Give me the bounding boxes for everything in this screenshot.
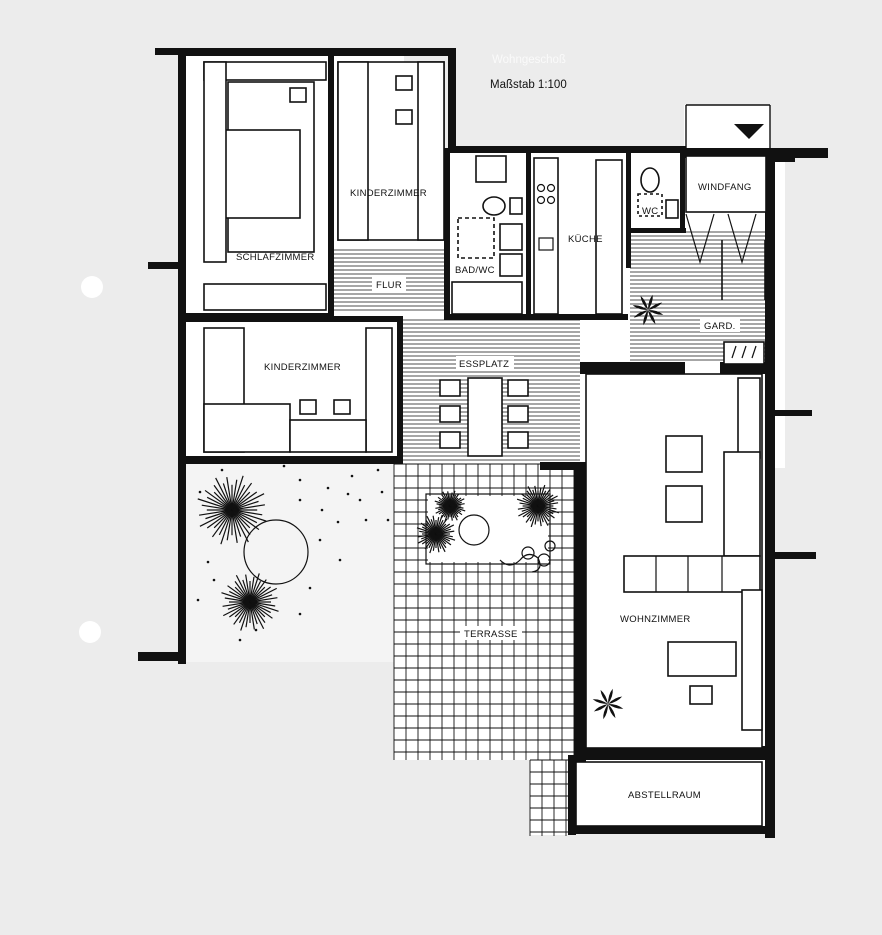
furniture	[203, 61, 771, 827]
room-label-wohnzimmer: WOHNZIMMER	[620, 614, 691, 625]
room-label-flur: FLUR	[376, 280, 402, 291]
garden-dots	[196, 464, 390, 642]
room-label-terrasse: TERRASSE	[464, 629, 518, 640]
room-label-kinderzimmer-top: KINDERZIMMER	[350, 188, 427, 199]
room-label-kueche: KÜCHE	[568, 234, 603, 245]
terrace-grid	[393, 463, 575, 836]
plan-title: Wohngeschoß	[492, 54, 566, 66]
punch-hole-icon	[79, 276, 103, 643]
plant-icon	[592, 294, 664, 720]
room-label-essplatz: ESSPLATZ	[459, 359, 509, 370]
room-label-kinderzimmer-left: KINDERZIMMER	[264, 362, 341, 373]
triangle-down-icon	[734, 124, 764, 139]
room-label-windfang: WINDFANG	[698, 182, 752, 193]
room-label-wc: WC	[642, 206, 658, 217]
garden-features	[243, 493, 556, 585]
walls	[138, 48, 828, 838]
room-label-schlafzimmer: SCHLAFZIMMER	[236, 252, 315, 263]
room-label-bad-wc: BAD/WC	[455, 265, 495, 276]
room-label-abstellraum: ABSTELLRAUM	[628, 790, 701, 801]
plan-scale: Maßstab 1:100	[490, 79, 567, 91]
garden-area	[184, 462, 394, 662]
tree-icon	[197, 475, 560, 631]
room-label-gard: GARD.	[704, 321, 736, 332]
